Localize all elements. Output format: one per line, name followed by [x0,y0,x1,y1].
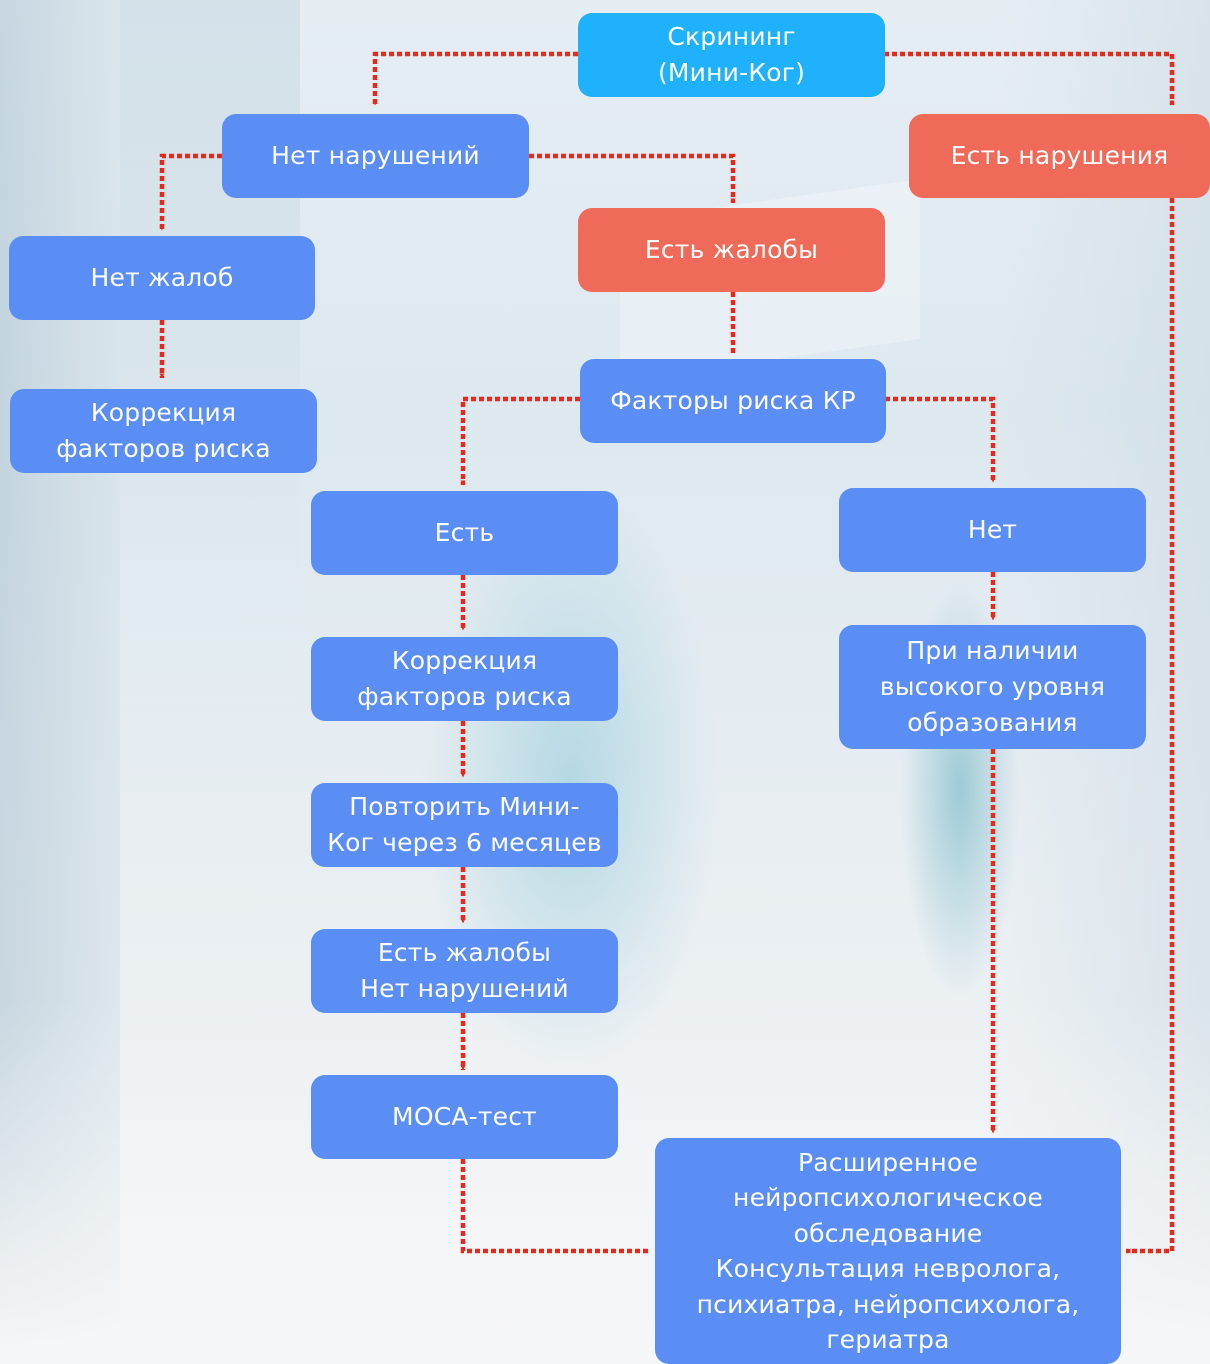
node-text-line: Нет жалоб [90,263,234,292]
node-has-impairment: Есть нарушения [909,114,1210,198]
node-text-line: Консультация невролога, [715,1254,1061,1283]
connector-no-impairment-to-has-complaints [529,153,736,204]
node-text-line: Скрининг [667,22,796,51]
node-text-line: Повторить Мини- [349,792,580,821]
node-text-line: Нет [967,515,1018,544]
node-moca-test: МОСА-тест [311,1075,618,1159]
node-no-complaints: Нет жалоб [9,236,315,320]
node-text-line: нейропсихологическое [733,1183,1043,1212]
node-text-line: Нет нарушений [271,141,480,170]
node-high-education: При наличии высокого уровня образования [839,625,1146,749]
node-has-complaints: Есть жалобы [578,208,885,292]
connector-screening-to-has-impairment [884,51,1175,106]
node-text-line: Факторы риска КР [610,386,856,415]
node-text-line: Нет нарушений [360,974,569,1003]
node-present: Есть [311,491,618,575]
node-repeat-minicog: Повторить Мини- Ког через 6 месяцев [311,783,618,867]
node-text-line: При наличии [906,636,1079,665]
connector-risk-factors-to-absent [885,396,996,483]
node-correction-left: Коррекция факторов риска [10,389,317,473]
node-text-line: психиатра, нейропсихолога, [696,1289,1080,1319]
node-correction-mid: Коррекция факторов риска [311,637,618,721]
node-no-impairment: Нет нарушений [222,114,529,198]
node-text-line: Есть [434,518,495,547]
node-text-line: Коррекция [391,646,538,675]
node-screening: Скрининг (Мини-Ког) [578,13,885,97]
node-risk-factors: Факторы риска КР [580,359,886,443]
node-text-line: Есть жалобы [644,235,819,264]
node-text-line: Коррекция [90,398,237,427]
connector-no-impairment-to-no-complaints [159,153,222,231]
node-text-line: гериатра [826,1325,950,1354]
node-extended-exam: Расширенное нейропсихологическое обследова… [655,1138,1121,1364]
node-absent: Нет [839,488,1146,572]
connector-moca-to-extended [460,1159,649,1254]
node-text-line: Ког через 6 месяцев [327,828,602,857]
connector-screening-to-no-impairment [372,51,578,106]
node-text-line: факторов риска [357,682,572,711]
node-text-line: факторов риска [56,434,271,463]
node-text-line: Расширенное [797,1147,979,1177]
node-text-line: МОСА-тест [392,1102,537,1131]
node-text-line: Есть нарушения [950,141,1169,170]
connector-risk-factors-to-present [460,396,580,486]
node-text-line: (Мини-Ког) [657,58,806,87]
node-text-line: высокого уровня [879,672,1106,701]
connector-has-impairment-to-extended [1125,198,1175,1254]
node-text-line: образования [907,708,1078,737]
node-text-line: обследование [793,1218,983,1248]
node-text-line: Есть жалобы [377,938,552,967]
